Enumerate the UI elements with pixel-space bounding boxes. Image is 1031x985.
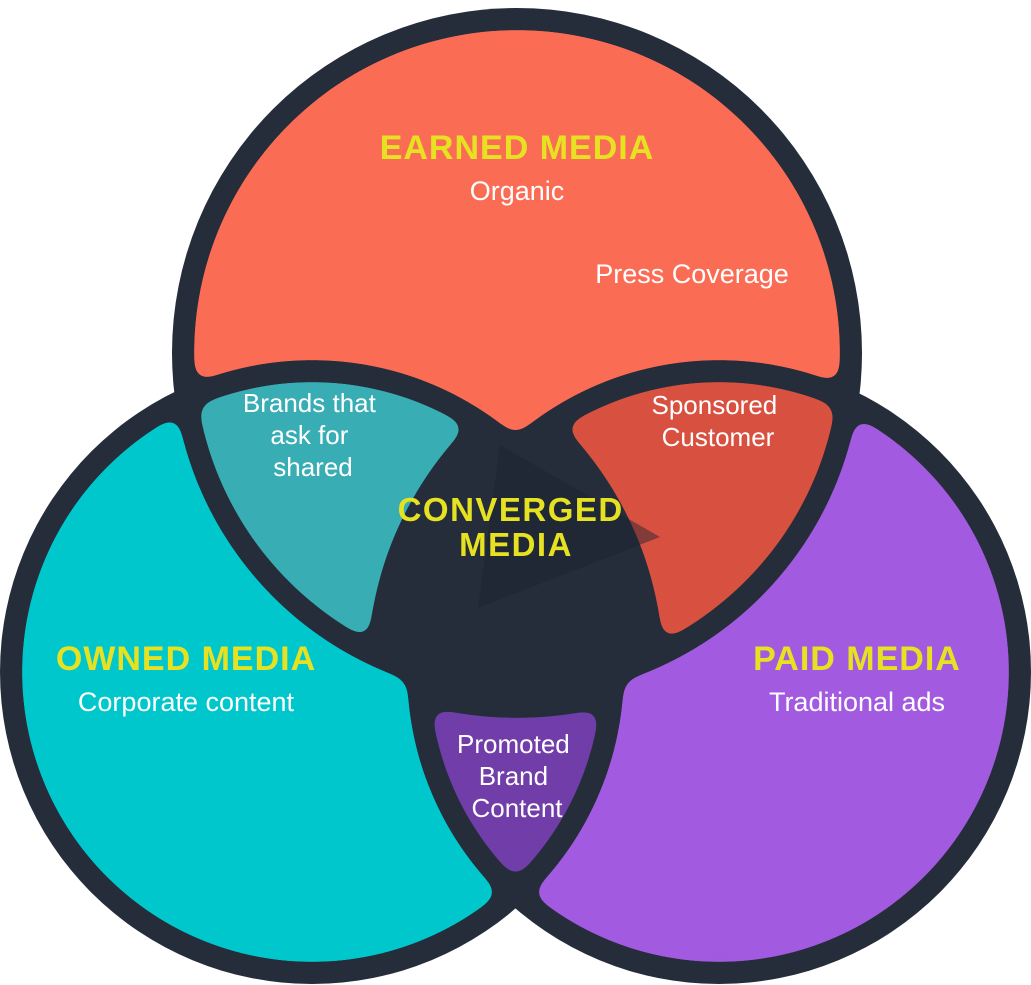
earned-owned-overlap-line: ask for — [270, 420, 348, 450]
center-shadow-shape — [478, 445, 660, 608]
converged-media-line: MEDIA — [459, 526, 573, 563]
earned-paid-overlap-label: Sponsored Customer — [652, 390, 785, 452]
earned-owned-overlap-line: shared — [273, 452, 353, 482]
owned-paid-overlap-line: Promoted — [457, 729, 570, 759]
owned-paid-overlap-label: Promoted Brand Content — [457, 729, 577, 823]
owned-subtitle-label: Corporate content — [78, 687, 295, 717]
converged-media-line: CONVERGED — [398, 491, 624, 528]
converged-media-label: CONVERGED MEDIA — [398, 491, 635, 563]
earned-subtitle-label: Organic — [470, 176, 565, 206]
owned-paid-overlap-line: Brand — [479, 761, 548, 791]
earned-owned-overlap-line: Brands that — [243, 388, 377, 418]
earned-paid-overlap-line: Customer — [662, 422, 775, 452]
owned-paid-overlap-line: Content — [471, 793, 563, 823]
earned-owned-overlap-label: Brands that ask for shared — [243, 388, 383, 482]
earned-paid-overlap-line: Sponsored — [652, 390, 778, 420]
owned-title-label: OWNED MEDIA — [56, 640, 316, 678]
paid-subtitle-label: Traditional ads — [769, 687, 945, 717]
paid-title-label: PAID MEDIA — [753, 640, 961, 678]
earned-title-label: EARNED MEDIA — [380, 129, 655, 167]
press-coverage-label: Press Coverage — [595, 259, 789, 289]
